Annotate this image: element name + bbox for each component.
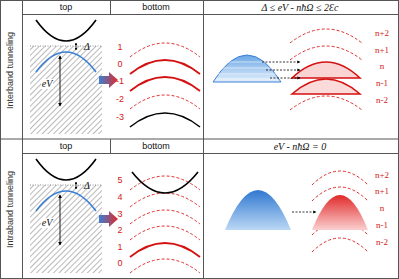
gap-symbol: Δ	[84, 181, 90, 191]
column-header: bottom	[142, 3, 170, 12]
row-title: Interband tunneling	[7, 31, 16, 108]
column-header: bottom	[142, 142, 170, 151]
condition-equation: Δ ≤ eV - nħΩ ≤ 2Ɛc	[262, 3, 339, 13]
column-header: top	[60, 3, 73, 12]
replica-label: n-1	[376, 221, 388, 230]
bias-label: eV	[41, 218, 54, 228]
level-number: 1	[117, 43, 122, 52]
level-number: -1	[116, 77, 124, 86]
condition-equation: eV - nħΩ = 0	[274, 142, 327, 152]
gap-symbol: Δ	[84, 42, 90, 52]
level-number: 3	[117, 210, 122, 219]
column-header: top	[60, 142, 73, 151]
replica-label: n	[380, 204, 385, 213]
level-number: 0	[117, 60, 122, 69]
replica-label: n-2	[376, 238, 388, 247]
level-number: 0	[117, 259, 122, 268]
level-number: 5	[117, 176, 122, 185]
level-number: 2	[117, 226, 122, 235]
level-number: -3	[116, 113, 124, 122]
replica-label: n	[380, 62, 385, 71]
level-number: -2	[116, 95, 124, 104]
bias-label: eV	[41, 79, 54, 89]
replica-label: n+2	[375, 29, 389, 38]
replica-label: n+1	[375, 187, 389, 196]
level-number: 1	[117, 243, 122, 252]
replica-label: n+2	[375, 171, 389, 180]
replica-label: n-1	[376, 79, 388, 88]
row-title: Intraband tunneling	[7, 170, 16, 247]
replica-label: n+1	[375, 46, 389, 55]
level-number: 4	[117, 193, 122, 202]
replica-label: n-2	[376, 96, 388, 105]
